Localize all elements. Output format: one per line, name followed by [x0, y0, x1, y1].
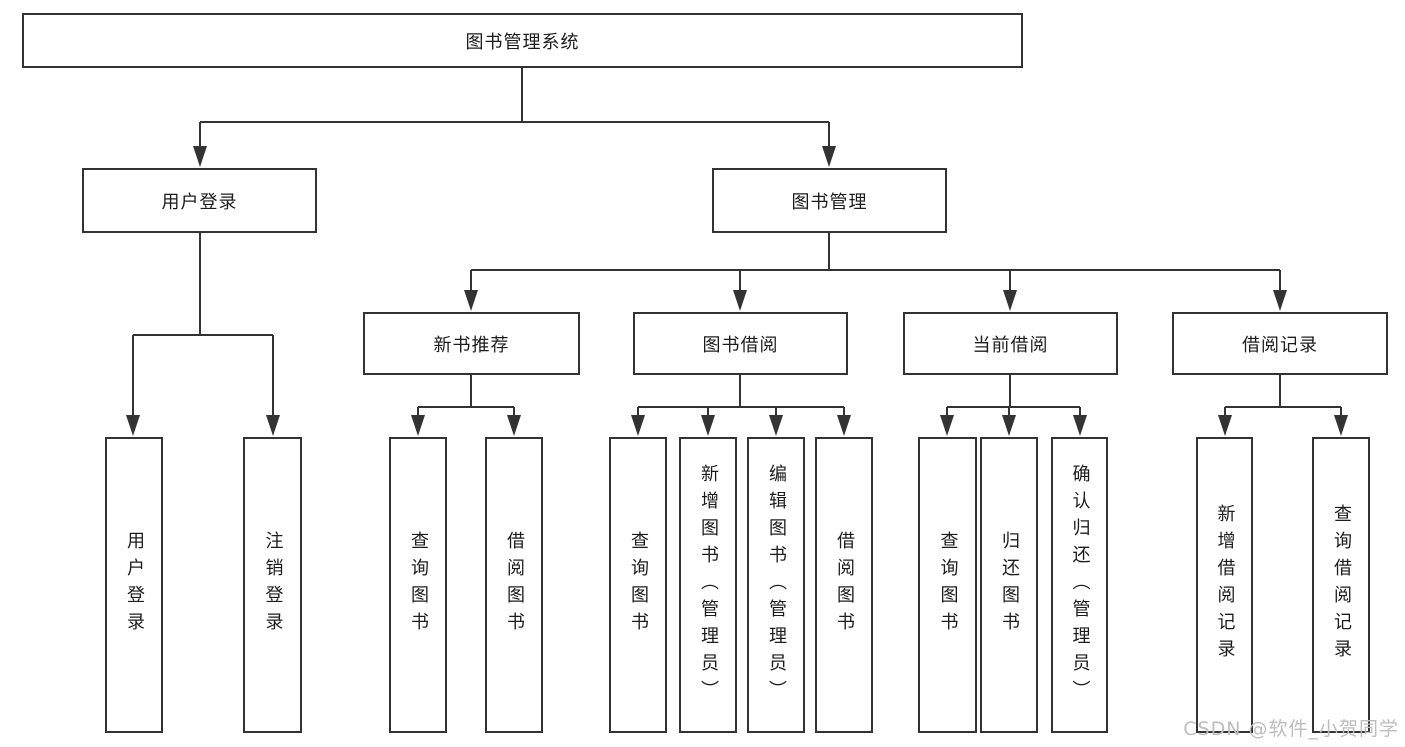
node-book-borrow-label: 图书借阅 [702, 334, 779, 356]
leaf-recommend-borrow-book: 借阅图书 [485, 437, 543, 733]
leaf-recommend-query-book-label: 查询图书 [408, 531, 429, 639]
node-new-book-recommend-label: 新书推荐 [433, 334, 510, 356]
leaf-user-login: 用户登录 [105, 437, 163, 733]
node-book-borrow: 图书借阅 [633, 312, 848, 375]
node-current-borrow: 当前借阅 [903, 312, 1118, 375]
leaf-current-query-book-label: 查询图书 [937, 531, 959, 639]
node-user-login: 用户登录 [82, 168, 317, 233]
arrowhead-icons [126, 146, 1348, 436]
leaf-borrow-borrow-book: 借阅图书 [815, 437, 873, 733]
leaf-borrow-add-book-admin-label: 新增图书（管理员） [698, 463, 719, 707]
leaf-record-query-label: 查询借阅记录 [1331, 504, 1352, 666]
leaf-user-login-label: 用户登录 [124, 531, 145, 639]
leaf-recommend-query-book: 查询图书 [389, 437, 447, 733]
node-root-label: 图书管理系统 [465, 31, 580, 53]
leaf-record-add: 新增借阅记录 [1196, 437, 1253, 733]
leaf-logout: 注销登录 [243, 437, 302, 733]
leaf-current-confirm-return-admin: 确认归还（管理员） [1051, 437, 1108, 733]
leaf-current-return-book: 归还图书 [980, 437, 1038, 733]
leaf-record-add-label: 新增借阅记录 [1214, 504, 1236, 666]
leaf-borrow-edit-book-admin-label: 编辑图书（管理员） [766, 463, 787, 707]
node-new-book-recommend: 新书推荐 [363, 312, 580, 375]
leaf-borrow-add-book-admin: 新增图书（管理员） [679, 437, 737, 733]
leaf-record-query: 查询借阅记录 [1312, 437, 1370, 733]
node-user-login-label: 用户登录 [161, 191, 238, 213]
leaf-borrow-edit-book-admin: 编辑图书（管理员） [747, 437, 805, 733]
node-borrow-record: 借阅记录 [1172, 312, 1388, 375]
leaf-borrow-borrow-book-label: 借阅图书 [834, 531, 855, 639]
node-current-borrow-label: 当前借阅 [972, 334, 1049, 356]
leaf-current-confirm-return-admin-label: 确认归还（管理员） [1069, 463, 1091, 707]
leaf-borrow-query-book-label: 查询图书 [628, 531, 649, 639]
node-book-management: 图书管理 [712, 168, 947, 233]
node-book-management-label: 图书管理 [791, 191, 868, 213]
leaf-borrow-query-book: 查询图书 [609, 437, 667, 733]
leaf-current-return-book-label: 归还图书 [999, 531, 1020, 639]
csdn-watermark: CSDN @软件_小贺同学 [1183, 718, 1399, 740]
leaf-logout-label: 注销登录 [262, 531, 284, 639]
node-borrow-record-label: 借阅记录 [1242, 334, 1318, 356]
node-root: 图书管理系统 [22, 13, 1023, 68]
leaf-recommend-borrow-book-label: 借阅图书 [504, 531, 525, 639]
leaf-current-query-book: 查询图书 [918, 437, 977, 733]
